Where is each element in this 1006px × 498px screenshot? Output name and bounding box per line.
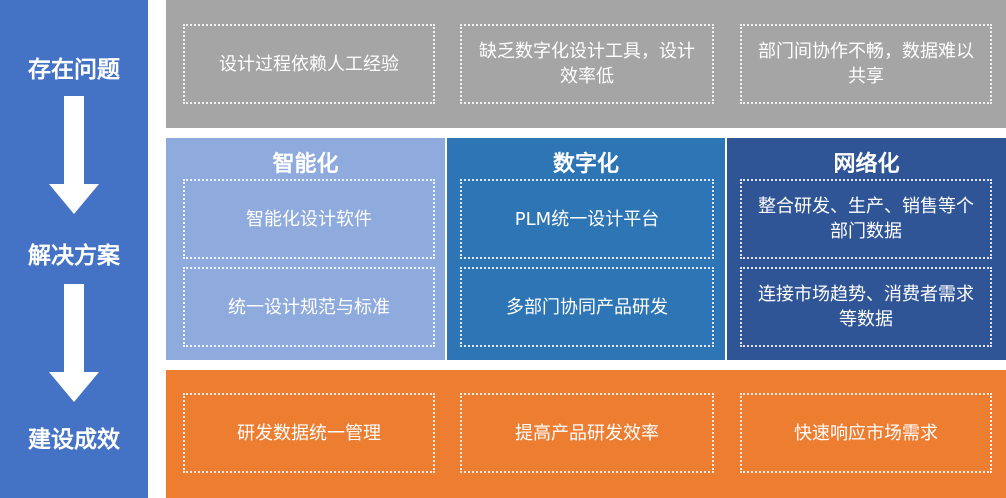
problem-box: 缺乏数字化设计工具，设计效率低 (460, 24, 714, 104)
solution-title: 智能化 (272, 152, 339, 177)
arrow-down-icon (49, 96, 99, 214)
solution-box: PLM统一设计平台 (460, 179, 714, 259)
result-box: 快速响应市场需求 (740, 393, 992, 473)
solution-box: 多部门协同产品研发 (460, 267, 714, 347)
solution-digital: 数字化 PLM统一设计平台 多部门协同产品研发 (447, 138, 725, 360)
stage-column (0, 0, 148, 498)
result-box: 研发数据统一管理 (183, 393, 435, 473)
solution-network: 网络化 整合研发、生产、销售等个部门数据 连接市场趋势、消费者需求等数据 (727, 138, 1006, 360)
result-box: 提高产品研发效率 (460, 393, 714, 473)
solution-title: 数字化 (552, 152, 619, 177)
problem-box: 设计过程依赖人工经验 (183, 24, 435, 104)
arrow-down-icon (49, 284, 99, 402)
stage-results: 建设成效 (28, 427, 120, 453)
solution-title: 网络化 (833, 152, 900, 177)
problem-box: 部门间协作不畅，数据难以共享 (740, 24, 992, 104)
stage-solutions: 解决方案 (28, 243, 120, 269)
solution-box: 智能化设计软件 (183, 179, 435, 259)
results-band: 研发数据统一管理 提高产品研发效率 快速响应市场需求 (166, 370, 1006, 498)
problems-band: 设计过程依赖人工经验 缺乏数字化设计工具，设计效率低 部门间协作不畅，数据难以共… (166, 0, 1006, 128)
solution-box: 统一设计规范与标准 (183, 267, 435, 347)
stage-problems: 存在问题 (28, 57, 120, 83)
solution-box: 整合研发、生产、销售等个部门数据 (740, 179, 992, 259)
solution-box: 连接市场趋势、消费者需求等数据 (740, 267, 992, 347)
solution-intelligent: 智能化 智能化设计软件 统一设计规范与标准 (166, 138, 445, 360)
